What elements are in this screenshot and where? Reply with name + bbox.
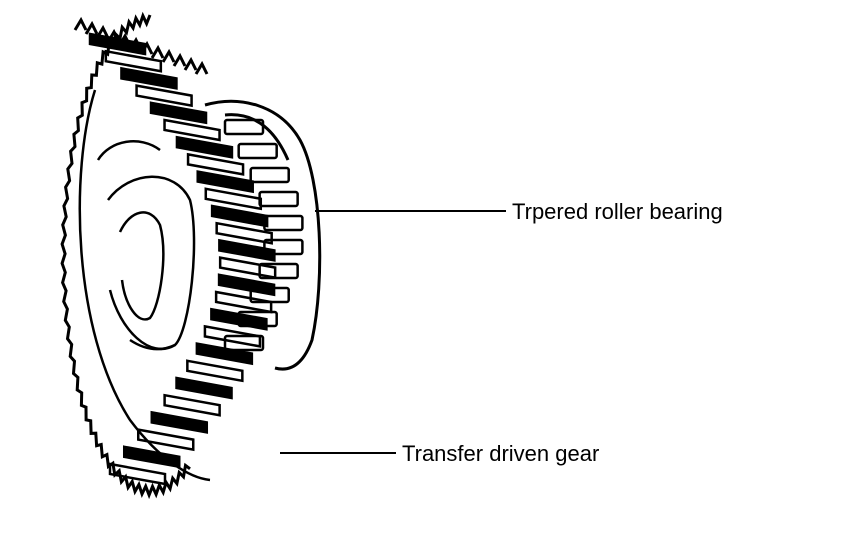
helical-teeth <box>88 32 277 486</box>
helical-tooth <box>217 273 276 297</box>
bearing-roller <box>237 310 278 328</box>
bearing-rollers <box>223 118 304 352</box>
helical-tooth <box>218 238 276 262</box>
gear-hub <box>96 140 196 351</box>
bearing-roller <box>258 190 299 208</box>
helical-tooth <box>175 376 233 400</box>
bearing-roller <box>223 334 265 352</box>
bearing-roller <box>223 118 265 136</box>
helical-tooth <box>215 221 273 245</box>
helical-tooth <box>122 445 181 469</box>
helical-tooth <box>163 393 221 417</box>
bearing-roller <box>249 286 290 304</box>
helical-tooth <box>136 428 195 452</box>
helical-tooth <box>104 49 163 73</box>
helical-tooth <box>150 410 209 434</box>
helical-tooth <box>163 118 221 142</box>
helical-tooth <box>108 462 167 486</box>
outer-gear-rim <box>60 11 209 500</box>
bearing-roller <box>263 238 304 256</box>
helical-tooth <box>186 152 245 176</box>
helical-tooth <box>218 256 277 280</box>
helical-tooth <box>204 187 263 211</box>
gear-top-teeth <box>73 16 209 75</box>
helical-tooth <box>186 359 244 383</box>
helical-tooth <box>120 66 178 90</box>
bearing-roller <box>258 262 299 280</box>
helical-tooth <box>203 324 262 348</box>
bearing-roller <box>237 142 278 160</box>
bearing-roller <box>263 214 304 232</box>
helical-tooth <box>88 32 147 56</box>
gear-rim-outline <box>60 11 191 500</box>
gear-label: Transfer driven gear <box>402 441 600 466</box>
helical-tooth <box>210 204 269 228</box>
gear-face <box>78 89 211 482</box>
helical-tooth <box>135 84 193 108</box>
bearing-roller <box>249 166 290 184</box>
helical-tooth <box>149 101 208 125</box>
helical-tooth <box>196 170 254 194</box>
helical-tooth <box>175 135 234 159</box>
bearing-label: Trpered roller bearing <box>512 199 723 224</box>
